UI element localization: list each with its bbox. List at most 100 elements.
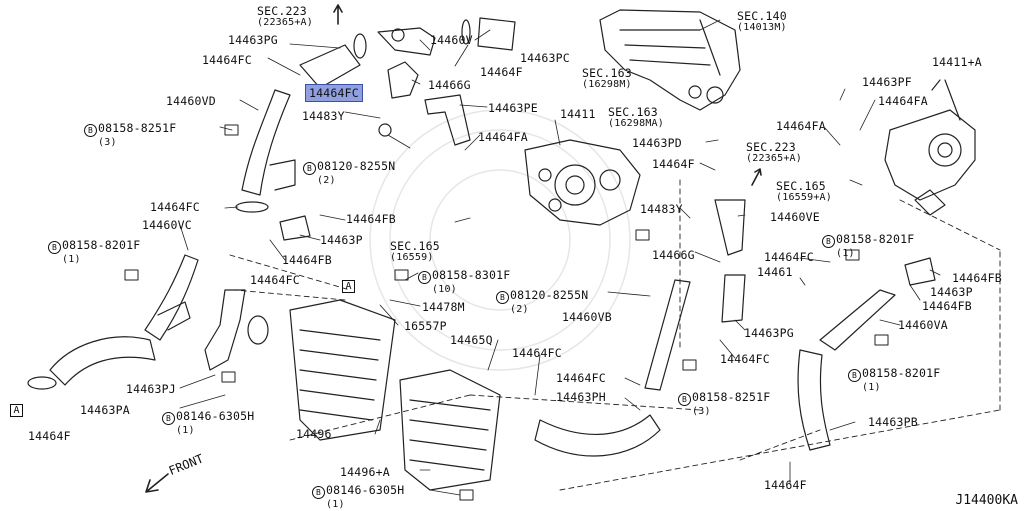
intake-manifold xyxy=(599,9,741,111)
label-14464fc-lower-center[interactable]: 14464FC xyxy=(556,371,606,385)
intercooler-14496 xyxy=(289,299,396,441)
label-14464f-mid[interactable]: 14464F xyxy=(652,157,695,171)
label-14411[interactable]: 14411 xyxy=(560,107,596,121)
label-14464fa-right[interactable]: 14464FA xyxy=(878,94,928,108)
label-14464fb-upper[interactable]: 14464FB xyxy=(346,212,396,226)
up-arrow-icon xyxy=(333,4,343,25)
highlighted-label-14464fc[interactable]: 14464FC xyxy=(305,84,363,102)
bolt-symbol-icon: B xyxy=(162,412,175,425)
label-14464fb-lower[interactable]: 14464FB xyxy=(282,253,332,267)
label-14465q[interactable]: 14465Q xyxy=(450,333,493,347)
label-14463p-right[interactable]: 14463P xyxy=(930,285,973,299)
label-14483y-mid[interactable]: 14483Y xyxy=(640,202,683,216)
label-14464fb-right-upper[interactable]: 14464FB xyxy=(952,271,1002,285)
hose-14463pj xyxy=(204,289,246,371)
label-14466g-mid[interactable]: 14466G xyxy=(652,248,695,262)
bolt-14483y xyxy=(378,123,392,137)
label-14496a[interactable]: 14496+A xyxy=(340,465,390,479)
label-14464fc-upper[interactable]: 14464FC xyxy=(202,53,252,67)
label-14464fc-right[interactable]: 14464FC xyxy=(764,250,814,264)
label-14463pf[interactable]: 14463PF xyxy=(862,75,912,89)
label-14463pd[interactable]: 14463PD xyxy=(632,136,682,150)
label-14463pj[interactable]: 14463PJ xyxy=(126,382,176,396)
label-sec163-top[interactable]: SEC.163(16298M) xyxy=(582,66,632,90)
hose-14463p-right xyxy=(904,257,936,286)
label-14466g-top[interactable]: 14466G xyxy=(428,78,471,92)
label-14463pb[interactable]: 14463PB xyxy=(868,415,918,429)
hose-14463pg-right xyxy=(721,274,746,323)
pipe-14460v xyxy=(377,27,436,56)
label-14463pe[interactable]: 14463PE xyxy=(488,101,538,115)
hose-14463pg-top xyxy=(299,44,361,89)
label-14464fc-mid-left[interactable]: 14464FC xyxy=(250,273,300,287)
label-14464fc-left[interactable]: 14464FC xyxy=(150,200,200,214)
label-16557p[interactable]: 16557P xyxy=(404,319,447,333)
diagram-code: J14400KA xyxy=(955,493,1018,508)
label-14460va[interactable]: 14460VA xyxy=(898,318,948,332)
label-14464f-top[interactable]: 14464F xyxy=(480,65,523,79)
pipe-14460vc xyxy=(144,254,199,341)
turbocharger-right xyxy=(884,79,976,216)
label-14496[interactable]: 14496 xyxy=(296,427,332,441)
valve-14466g xyxy=(387,61,419,99)
hose-14463ph xyxy=(534,414,661,457)
intercooler-14496a xyxy=(399,369,501,491)
pipe-14460ve xyxy=(714,199,746,256)
label-sec163-mid[interactable]: SEC.163(16298MA) xyxy=(608,105,664,129)
ref-box-a-center: A xyxy=(342,280,355,293)
bolts xyxy=(124,124,889,501)
label-14463pa[interactable]: 14463PA xyxy=(80,403,130,417)
hose-14463pe xyxy=(424,94,471,146)
label-14463pg-right[interactable]: 14463PG xyxy=(744,326,794,340)
label-14464f-left[interactable]: 14464F xyxy=(28,429,71,443)
leader-lines xyxy=(179,19,941,496)
label-sec223-top[interactable]: SEC.223(22365+A) xyxy=(257,4,313,28)
label-14460vc[interactable]: 14460VC xyxy=(142,218,192,232)
bolt-symbol-icon: B xyxy=(84,124,97,137)
label-14463pg-top[interactable]: 14463PG xyxy=(228,33,278,47)
label-14461[interactable]: 14461 xyxy=(757,265,793,279)
label-14483y-top[interactable]: 14483Y xyxy=(302,109,345,123)
bolt-symbol-icon: B xyxy=(312,486,325,499)
pipe-14460va xyxy=(819,289,896,351)
label-14463p-left[interactable]: 14463P xyxy=(320,233,363,247)
clamp-14464f-top xyxy=(461,19,471,45)
label-14464fa-center[interactable]: 14464FA xyxy=(478,130,528,144)
pipe-14460vd xyxy=(235,89,296,213)
watermark-seal xyxy=(369,109,631,371)
label-14460v[interactable]: 14460V xyxy=(430,33,473,47)
hose-14463pc xyxy=(477,17,516,51)
bolt-symbol-icon: B xyxy=(303,162,316,175)
label-14464fa-right2[interactable]: 14464FA xyxy=(776,119,826,133)
label-14460vd[interactable]: 14460VD xyxy=(166,94,216,108)
label-14464fc-center[interactable]: 14464FC xyxy=(512,346,562,360)
hose-14463p-left xyxy=(279,215,311,241)
label-sec165-right[interactable]: SEC.165(16559+A) xyxy=(776,179,832,203)
label-14411a[interactable]: 14411+A xyxy=(932,55,982,69)
label-14463pc[interactable]: 14463PC xyxy=(520,51,570,65)
label-sec165-center[interactable]: SEC.165(16559) xyxy=(390,239,440,263)
label-14460ve[interactable]: 14460VE xyxy=(770,210,820,224)
clamp-14464f-left xyxy=(27,376,57,390)
label-sec223-mid[interactable]: SEC.223(22365+A) xyxy=(746,140,802,164)
label-14464fc-lower-right[interactable]: 14464FC xyxy=(720,352,770,366)
label-14460vb[interactable]: 14460VB xyxy=(562,310,612,324)
label-14463ph[interactable]: 14463PH xyxy=(556,390,606,404)
label-sec140[interactable]: SEC.140(14013M) xyxy=(737,9,787,33)
clamp-14464fc-top xyxy=(353,33,367,59)
label-14478m[interactable]: 14478M xyxy=(422,300,465,314)
label-14464fb-right-lower[interactable]: 14464FB xyxy=(922,299,972,313)
label-14464f-bottom[interactable]: 14464F xyxy=(764,478,807,492)
ref-box-a-left: A xyxy=(10,404,23,417)
